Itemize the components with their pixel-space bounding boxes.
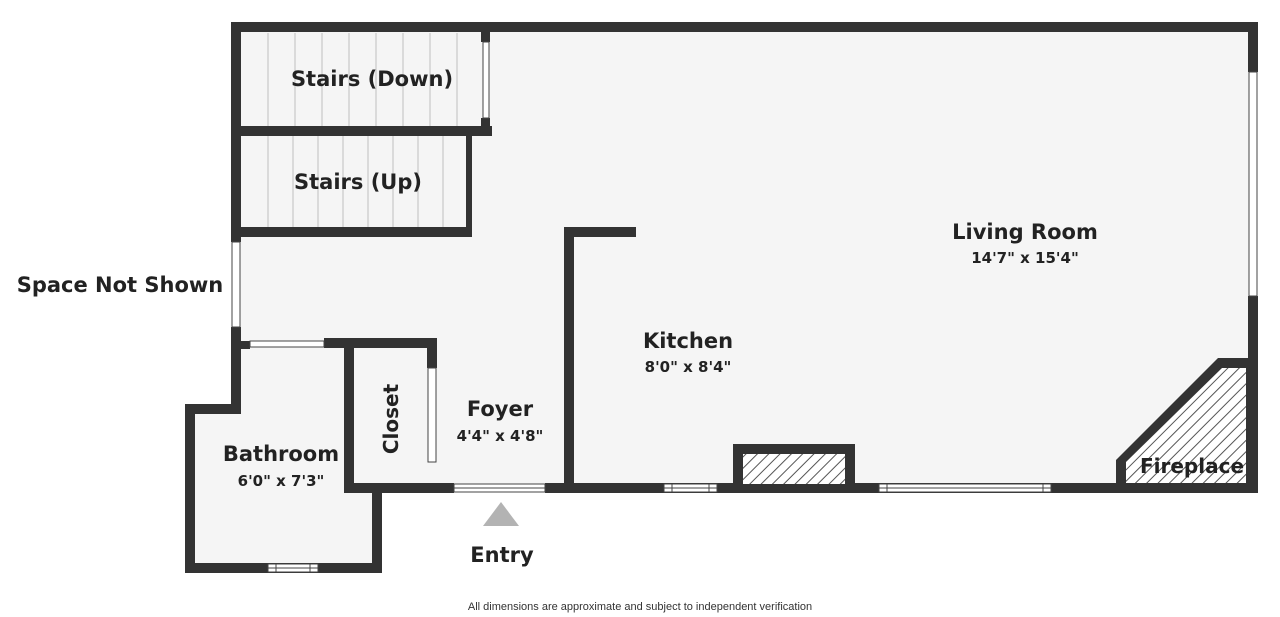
stairs-up-label: Stairs (Up): [294, 170, 422, 194]
fireplace-shape: [1116, 358, 1254, 490]
disclaimer-text: All dimensions are approximate and subje…: [468, 601, 812, 613]
living-room-dims: 14'7" x 15'4": [971, 249, 1079, 267]
foyer-label: Foyer: [467, 397, 534, 421]
foyer-dims: 4'4" x 4'8": [457, 427, 544, 445]
window-mullions: [268, 484, 1051, 572]
fireplace-label: Fireplace: [1140, 454, 1244, 478]
stairs-up-treads: [267, 136, 444, 228]
kitchen-dims: 8'0" x 8'4": [645, 358, 732, 376]
bathroom-label: Bathroom: [223, 442, 339, 466]
space-not-shown-label: Space Not Shown: [17, 273, 224, 297]
entry-arrow-icon: [483, 502, 519, 526]
bathroom-dims: 6'0" x 7'3": [238, 472, 325, 490]
stairs-down-treads: [267, 33, 458, 126]
kitchen-label: Kitchen: [643, 329, 733, 353]
stairs-down-label: Stairs (Down): [291, 67, 453, 91]
kitchen-counter: [743, 454, 845, 484]
living-room-label: Living Room: [952, 220, 1098, 244]
entry-label: Entry: [470, 543, 534, 567]
closet-label: Closet: [379, 383, 403, 454]
